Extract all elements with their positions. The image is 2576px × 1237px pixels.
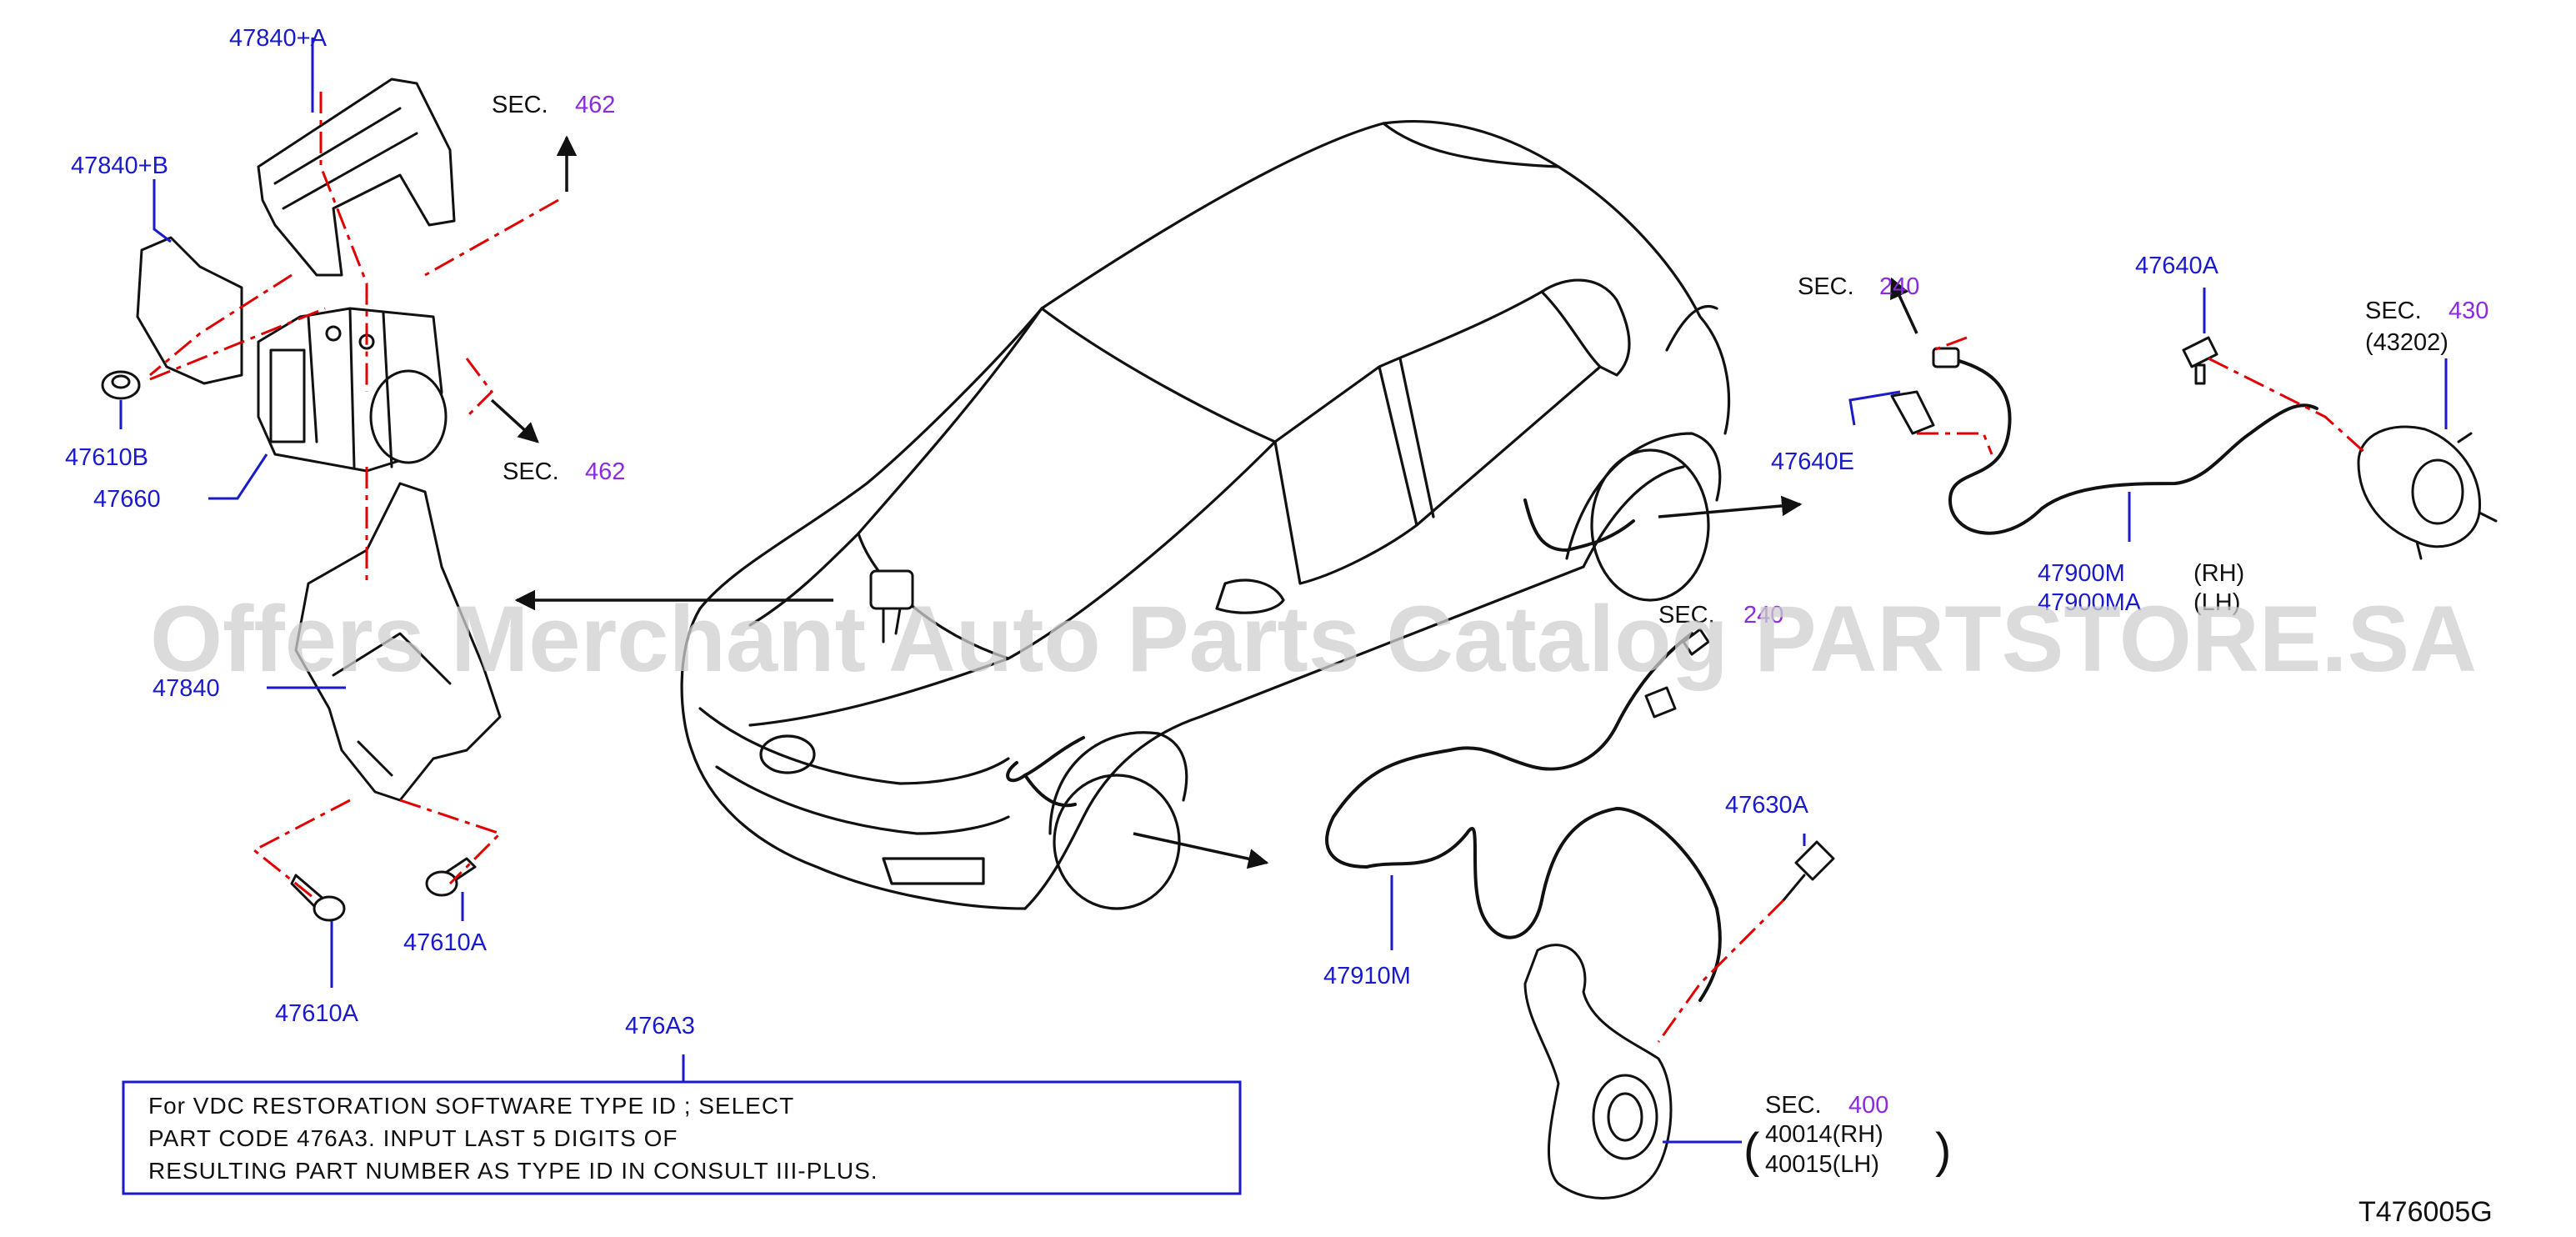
- front-sensor-assembly: [1325, 628, 1835, 1199]
- part-label-47840-b[interactable]: 47840+B: [71, 153, 168, 179]
- part-label-47640a[interactable]: 47640A: [2135, 253, 2219, 279]
- part-label-40015: 40015(LH): [1765, 1151, 1879, 1178]
- svg-text:SEC.: SEC.: [1658, 602, 1715, 629]
- svg-text:SEC.: SEC.: [1798, 273, 1854, 300]
- part-label-47610a-left[interactable]: 47610A: [275, 1000, 359, 1027]
- part-label-47630a[interactable]: 47630A: [1725, 792, 1809, 819]
- note-line-3: RESULTING PART NUMBER AS TYPE ID IN CONS…: [148, 1158, 878, 1184]
- abs-assembly: [101, 78, 559, 922]
- svg-text:400: 400: [1848, 1092, 1888, 1119]
- section-ref-462-mid[interactable]: SEC. 462: [503, 458, 625, 485]
- rh-tag: (RH): [2193, 560, 2244, 587]
- part-label-47840[interactable]: 47840: [153, 675, 220, 702]
- part-label-47610a-right[interactable]: 47610A: [403, 929, 488, 956]
- lh-tag: (LH): [2193, 589, 2240, 616]
- diagram-code: T476005G: [2358, 1196, 2493, 1228]
- part-label-47900m[interactable]: 47900M: [2038, 560, 2125, 587]
- vehicle-outline: [680, 119, 1731, 910]
- part-label-47610b[interactable]: 47610B: [65, 444, 148, 471]
- svg-text:462: 462: [585, 458, 625, 485]
- part-label-47660[interactable]: 47660: [93, 486, 161, 513]
- svg-text:462: 462: [575, 92, 615, 118]
- part-label-476a3[interactable]: 476A3: [625, 1013, 695, 1039]
- svg-text:240: 240: [1743, 602, 1783, 629]
- svg-text:240: 240: [1879, 273, 1919, 300]
- part-label-40014: 40014(RH): [1765, 1121, 1883, 1148]
- section-ref-462-top[interactable]: SEC. 462: [492, 92, 615, 118]
- section-ref-240-lower[interactable]: SEC. 240: [1658, 602, 1783, 629]
- svg-text:SEC.: SEC.: [2365, 298, 2422, 324]
- leader-lines: [119, 38, 2448, 1144]
- svg-text:SEC.: SEC.: [1765, 1092, 1822, 1119]
- part-label-47910m[interactable]: 47910M: [1323, 963, 1411, 989]
- part-label-43202: (43202): [2365, 329, 2448, 356]
- svg-text:SEC.: SEC.: [492, 92, 548, 118]
- section-ref-400[interactable]: SEC. 400: [1765, 1092, 1888, 1119]
- part-label-47840-a[interactable]: 47840+A: [229, 25, 328, 52]
- note-line-1: For VDC RESTORATION SOFTWARE TYPE ID ; S…: [148, 1093, 794, 1119]
- svg-text:430: 430: [2448, 298, 2488, 324]
- bracket-close: ): [1935, 1124, 1951, 1178]
- note-box: [122, 1080, 1242, 1195]
- watermark: Offers Merchant Auto Parts Catalog PARTS…: [150, 587, 2477, 691]
- bracket-open: (: [1743, 1124, 1759, 1178]
- direction-arrows: [490, 135, 1918, 869]
- section-ref-430[interactable]: SEC. 430: [2365, 298, 2488, 324]
- part-label-47900ma[interactable]: 47900MA: [2038, 589, 2142, 616]
- section-ref-240[interactable]: SEC. 240: [1798, 273, 1919, 300]
- rear-sensor-assembly: [1890, 336, 2498, 560]
- note-line-2: PART CODE 476A3. INPUT LAST 5 DIGITS OF: [148, 1125, 678, 1151]
- svg-text:SEC.: SEC.: [503, 458, 559, 485]
- part-label-47640e[interactable]: 47640E: [1771, 448, 1854, 475]
